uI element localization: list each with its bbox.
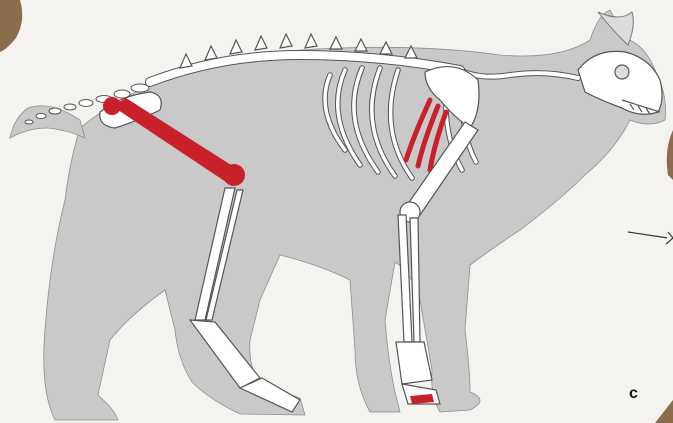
adjacent-panel-fragment-bottom	[655, 400, 673, 423]
pointer-arrow	[628, 232, 673, 244]
panel-label: c	[629, 385, 638, 403]
adjacent-panel-fragment-right	[667, 130, 673, 180]
tail-silhouette	[10, 106, 85, 138]
adjacent-panel-fragment-left	[0, 0, 22, 52]
body-silhouette	[44, 10, 666, 420]
